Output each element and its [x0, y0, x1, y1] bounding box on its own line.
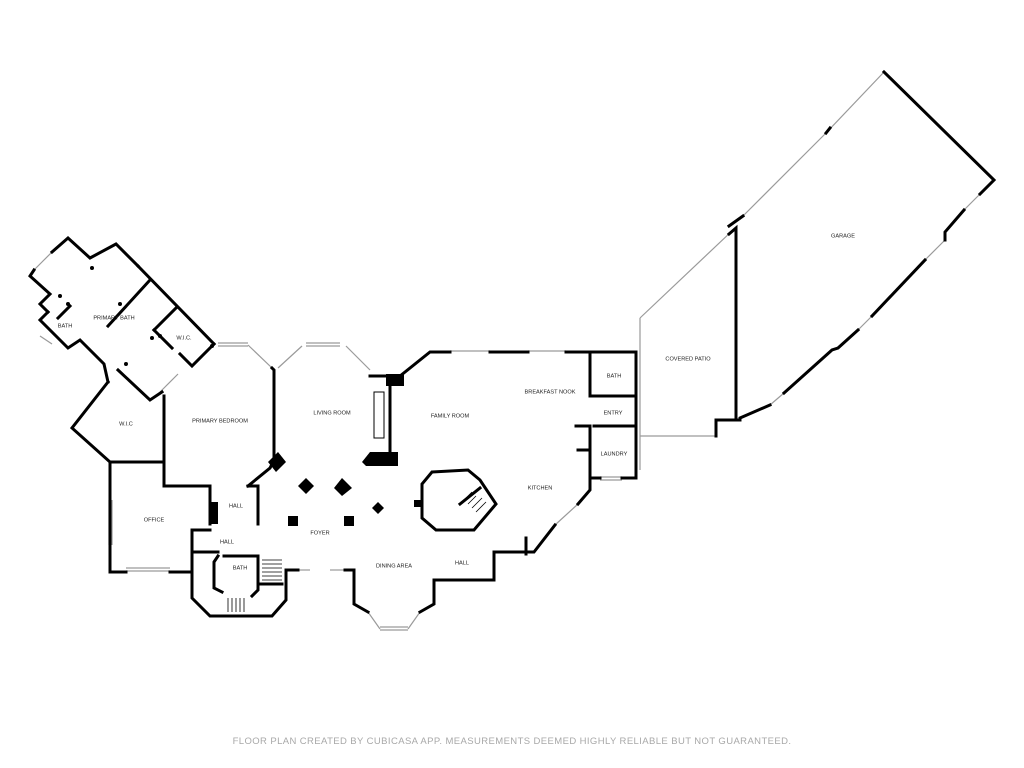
label-hall-right: HALL	[455, 560, 469, 566]
footer-disclaimer: FLOOR PLAN CREATED BY CUBICASA APP. MEAS…	[232, 736, 792, 747]
label-bath-left: BATH	[58, 323, 73, 329]
column-7	[414, 500, 421, 507]
label-dining-area: DINING AREA	[376, 563, 412, 569]
label-entry: ENTRY	[604, 410, 623, 416]
solid-elements	[58, 266, 421, 526]
column-1	[268, 452, 286, 472]
column-6	[372, 502, 384, 514]
column-4	[288, 516, 298, 526]
room-labels: BATH PRIMARY BATH W.I.C. W.I.C PRIMARY B…	[58, 233, 855, 571]
label-covered-patio: COVERED PATIO	[665, 356, 711, 362]
label-garage: GARAGE	[831, 233, 855, 239]
column-5	[344, 516, 354, 526]
stairs	[227, 491, 487, 612]
column-8	[210, 502, 218, 524]
label-primary-bedroom: PRIMARY BEDROOM	[192, 418, 248, 424]
label-breakfast-nook: BREAKFAST NOOK	[525, 389, 576, 395]
label-bath-right: BATH	[607, 373, 622, 379]
label-living-room: LIVING ROOM	[313, 410, 351, 416]
label-primary-bath: PRIMARY BATH	[93, 315, 134, 321]
fireplace-top	[386, 374, 404, 386]
fireplace-body	[373, 391, 385, 439]
label-laundry: LAUNDRY	[601, 451, 628, 457]
column-3	[334, 478, 352, 496]
label-hall-upper: HALL	[229, 503, 243, 509]
column-2	[298, 478, 314, 494]
label-kitchen: KITCHEN	[528, 485, 553, 491]
label-foyer: FOYER	[310, 530, 329, 536]
label-hall-left: HALL	[220, 539, 234, 545]
label-family-room: FAMILY ROOM	[431, 413, 470, 419]
label-wic-lower: W.I.C	[119, 421, 133, 427]
fireplace-hearth	[362, 452, 398, 466]
label-bath-stair: BATH	[233, 565, 248, 571]
walls	[28, 69, 997, 618]
label-wic-upper: W.I.C.	[176, 335, 192, 341]
label-office: OFFICE	[144, 517, 165, 523]
